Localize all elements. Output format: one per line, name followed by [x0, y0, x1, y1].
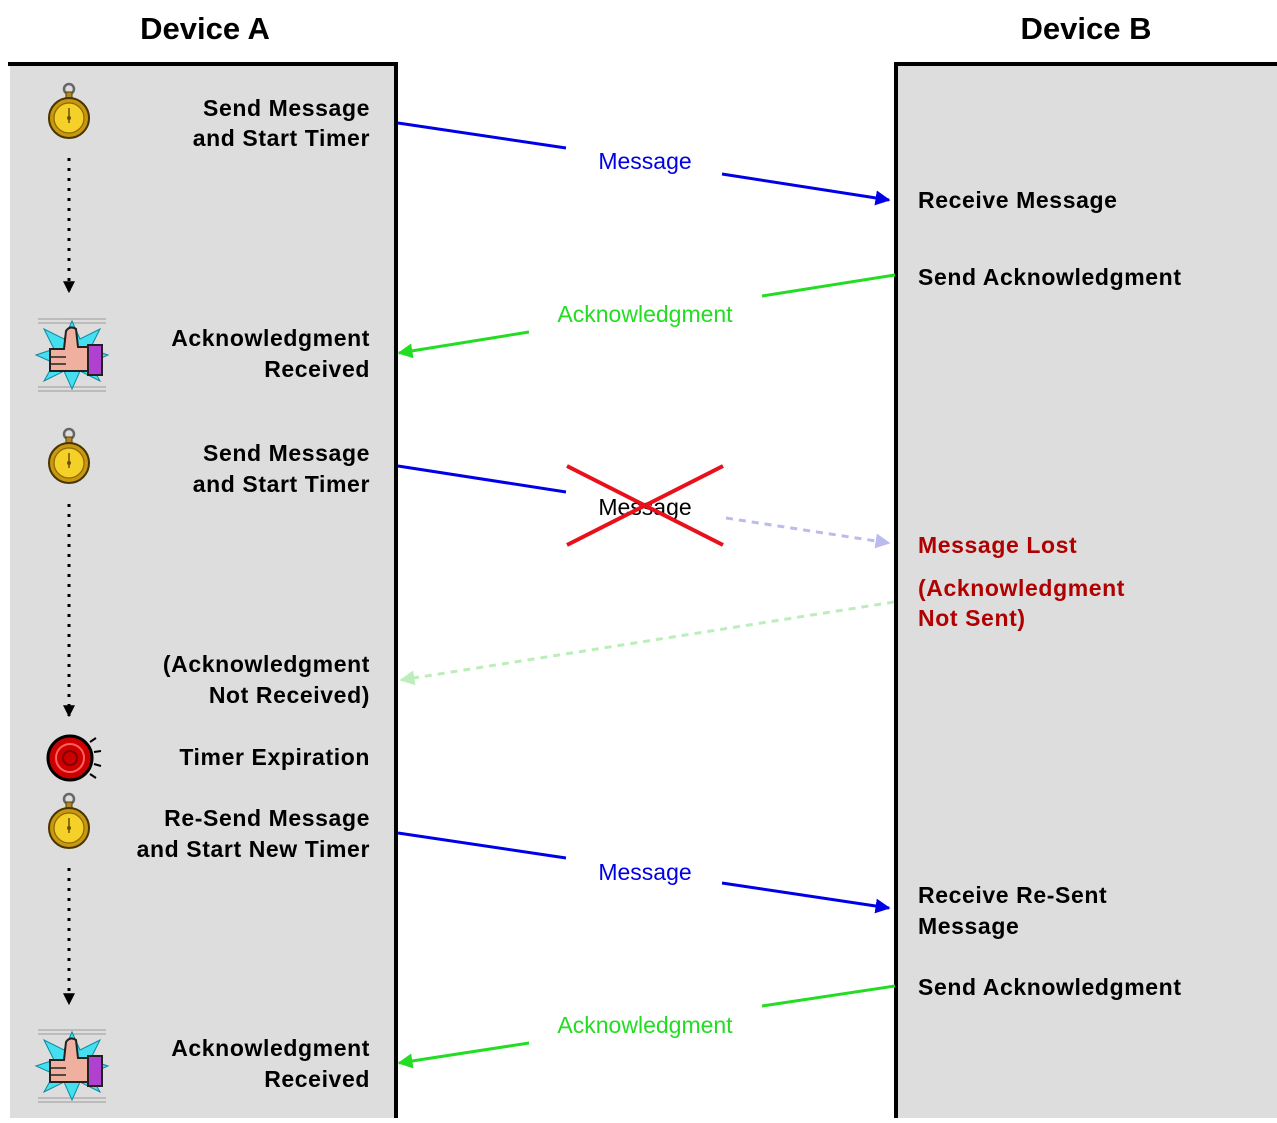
- event-b5-line1: Receive Re-Sent: [918, 882, 1107, 908]
- event-a3-line1: Send Message: [203, 440, 370, 466]
- event-b4-line1: (Acknowledgment: [918, 575, 1125, 601]
- event-b2-line1: Send Acknowledgment: [918, 264, 1182, 290]
- event-a4-line2: Not Received): [209, 682, 370, 708]
- device-a-title: Device A: [140, 11, 270, 46]
- acknowledgment-arrow: Acknowledgment: [397, 984, 896, 1069]
- event-a6-line2: and Start New Timer: [137, 836, 370, 862]
- message-label: Message: [598, 859, 691, 885]
- message-label: Message: [598, 148, 691, 174]
- thumbs-up-icon: [34, 318, 110, 392]
- missing-acknowledgment-arrow: [399, 600, 895, 686]
- stopwatch-icon: [48, 82, 90, 139]
- message-arrow: Message: [397, 121, 891, 206]
- lost-cross-mark: [566, 464, 724, 547]
- event-a2-line2: Received: [264, 356, 370, 382]
- event-a7-line1: Acknowledgment: [171, 1035, 370, 1061]
- event-a5-line1: Timer Expiration: [179, 744, 370, 770]
- stopwatch-icon: [48, 792, 90, 849]
- event-b6-line1: Send Acknowledgment: [918, 974, 1182, 1000]
- event-b4-line2: Not Sent): [918, 605, 1026, 631]
- event-a1-line1: Send Message: [203, 95, 370, 121]
- event-b5-line2: Message: [918, 913, 1019, 939]
- device-b-panel: [894, 62, 1277, 1123]
- thumbs-up-icon: [34, 1029, 110, 1103]
- device-b-title: Device B: [1021, 11, 1152, 46]
- acknowledgment-label: Acknowledgment: [557, 1012, 733, 1038]
- event-b1-line1: Receive Message: [918, 187, 1118, 213]
- event-a2-line1: Acknowledgment: [171, 325, 370, 351]
- event-b3-line1: Message Lost: [918, 532, 1077, 558]
- stopwatch-icon: [48, 427, 90, 484]
- event-a1-line2: and Start Timer: [193, 125, 370, 151]
- event-a6-line1: Re-Send Message: [164, 805, 370, 831]
- acknowledgment-arrow: Acknowledgment: [397, 273, 896, 359]
- event-a4-line1: (Acknowledgment: [163, 651, 370, 677]
- acknowledgment-label: Acknowledgment: [557, 301, 733, 327]
- alarm-bell-icon: [46, 734, 102, 782]
- event-a3-line2: and Start Timer: [193, 471, 370, 497]
- resent-message-arrow: Message: [397, 831, 891, 914]
- lost-message-arrow: Message: [397, 464, 891, 549]
- event-a7-line2: Received: [264, 1066, 370, 1092]
- device-a-panel: [8, 62, 398, 1123]
